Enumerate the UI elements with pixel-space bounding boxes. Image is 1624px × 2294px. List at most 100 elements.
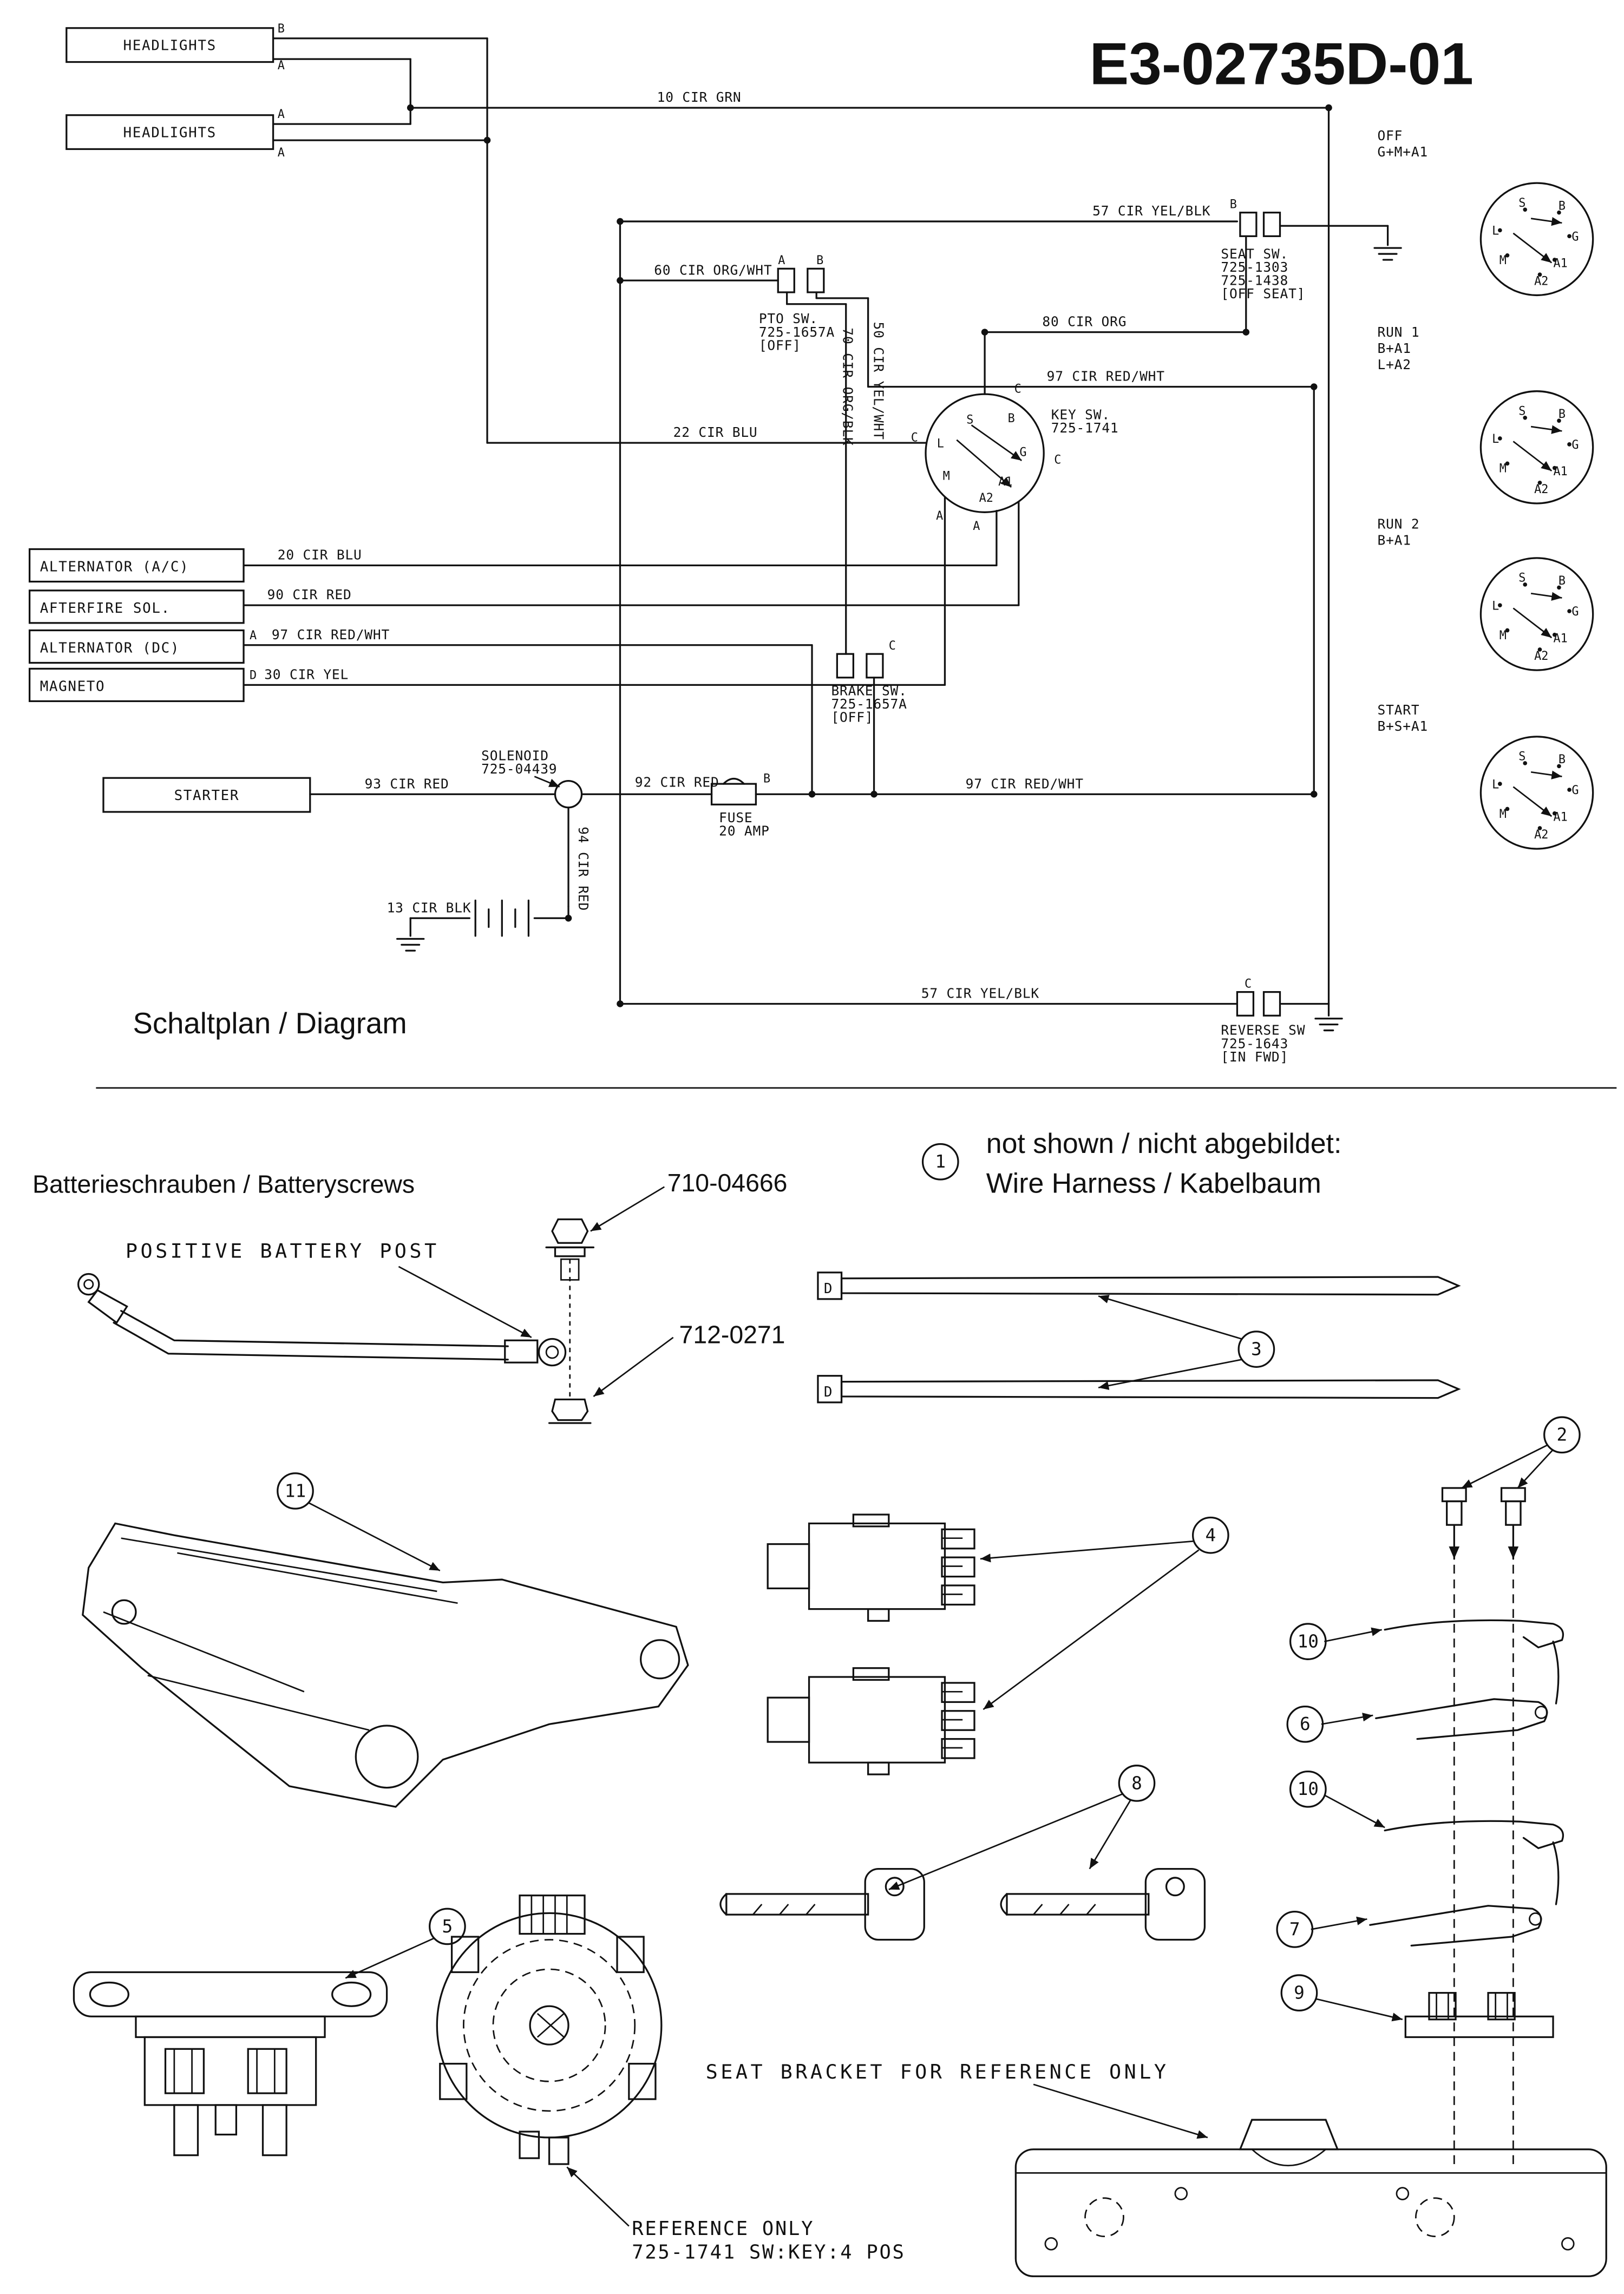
ign-letter-s: S <box>1518 196 1525 210</box>
wire-label-13-cir-blk: 13 CIR BLK <box>387 900 472 915</box>
wire-label-57-cir-yelblk-top: 57 CIR YEL/BLK <box>1092 203 1210 219</box>
key-1 <box>719 1867 925 1941</box>
battery-bolt-drawing <box>545 1186 674 1424</box>
headlights2-label: HEADLIGHTS <box>123 125 217 141</box>
pin-a: A <box>250 629 257 643</box>
fuse-line1: FUSE <box>719 810 752 825</box>
ign-letter-b: B <box>1558 408 1566 421</box>
connectors-drawing: 4 <box>767 1513 1229 1775</box>
key-terminal-a1: A1 <box>998 475 1012 489</box>
bracket-drawing: 11 <box>82 1472 689 1808</box>
key-terminal-b: B <box>1008 412 1015 425</box>
reverse-sw-line3: [IN FWD] <box>1221 1049 1288 1065</box>
posts-drawing: 2 <box>1442 1416 1581 2167</box>
battery-symbol <box>474 899 530 937</box>
alternator-ac-label: ALTERNATOR (A/C) <box>40 559 189 575</box>
callout-8: 8 <box>1131 1773 1142 1793</box>
page-title: E3-02735D-01 <box>1089 31 1474 97</box>
headlights1-label: HEADLIGHTS <box>123 38 217 54</box>
not-shown-note: 1 not shown / nicht abgebildet: Wire Har… <box>921 1128 1341 1199</box>
ign-letter-m: M <box>1499 254 1507 267</box>
pto-sw-line3: [OFF] <box>759 337 801 353</box>
ign-letter-g: G <box>1571 231 1579 244</box>
ignition-circle-run1: S B L G M A1 A2 <box>1481 391 1593 503</box>
magneto-label: MAGNETO <box>40 678 106 694</box>
callout-2-circle <box>1543 1416 1581 1454</box>
reference-only-line1: REFERENCE ONLY <box>632 2218 814 2240</box>
pin-a: A <box>973 520 980 533</box>
mode-off-line2: G+M+A1 <box>1378 144 1429 160</box>
afterfire-sol-label: AFTERFIRE SOL. <box>40 600 171 617</box>
brake-switch-symbol <box>836 653 884 679</box>
callout-10: 10 <box>1298 1631 1319 1652</box>
callout-9: 9 <box>1294 1983 1305 2003</box>
clips-drawing: 10 6 10 7 <box>1276 1619 1564 1948</box>
callout-8-circle <box>1118 1765 1156 1802</box>
wire-label-70-cir-orgblk: 70 CIR ORG/BLK <box>840 327 855 445</box>
solenoid-part-drawing: 5 <box>73 1908 466 2157</box>
callout-9-circle <box>1280 1974 1318 2012</box>
part-number-710-04666: 710-04666 <box>667 1169 788 1197</box>
component-labels: PTO SW. 725-1657A [OFF] SEAT SW. 725-130… <box>481 246 1305 1065</box>
seat-sw-line2: 725-1303 <box>1221 259 1288 275</box>
retainer-bracket-drawing: 9 <box>1280 1974 1554 2039</box>
ground-symbol <box>396 938 425 952</box>
alternator-dc-label: ALTERNATOR (DC) <box>40 640 180 656</box>
ign-letter-g: G <box>1571 438 1579 452</box>
ign-letter-a2: A2 <box>1534 828 1548 842</box>
ign-letter-b: B <box>1558 574 1566 588</box>
ignition-mode-diagrams: OFF G+M+A1 S B L G M A1 A2 RUN 1 B+A1 L+… <box>1378 128 1593 849</box>
key-terminal-m: M <box>943 469 950 483</box>
pin-b: B <box>1230 198 1237 212</box>
wire-label-97-cir-redwht-a: 97 CIR RED/WHT <box>1047 369 1165 384</box>
key-terminal-g: G <box>1019 446 1026 460</box>
not-shown-line2: Wire Harness / Kabelbaum <box>986 1168 1321 1199</box>
pin-d: D <box>250 668 257 682</box>
wire-label-20-cir-blu: 20 CIR BLU <box>278 547 362 563</box>
key-terminal-l: L <box>937 437 944 450</box>
fuse-symbol <box>710 777 757 805</box>
callout-11-circle <box>277 1472 314 1510</box>
ign-letter-g: G <box>1571 784 1579 797</box>
solenoid-line2: 725-04439 <box>481 761 557 777</box>
pin-c: C <box>889 639 896 653</box>
pin-c: C <box>1245 977 1252 991</box>
ign-letter-a1: A1 <box>1554 465 1568 479</box>
mode-run1-line1: RUN 1 <box>1378 324 1420 340</box>
seat-sw-line3: 725-1438 <box>1221 272 1288 288</box>
key-2 <box>1000 1867 1206 1941</box>
seat-sw-line4: [OFF SEAT] <box>1221 286 1305 302</box>
wire-lines <box>243 37 1389 1017</box>
key-switch-reference-drawing: REFERENCE ONLY 725-1741 SW:KEY:4 POS <box>436 1895 904 2264</box>
pin-a: A <box>278 59 285 73</box>
keys-drawing: 8 <box>719 1765 1206 1941</box>
mode-off-line1: OFF <box>1378 128 1403 143</box>
callout-3-circle <box>1237 1330 1275 1368</box>
ignition-circle-start: S B L G M A1 A2 <box>1481 737 1593 849</box>
cable-ties-drawing: D D 3 <box>817 1271 1460 1404</box>
callout-11: 11 <box>285 1480 306 1501</box>
mode-run1-line2: B+A1 <box>1378 340 1411 356</box>
headlights-boxes: HEADLIGHTS HEADLIGHTS <box>66 27 274 150</box>
callout-2: 2 <box>1557 1425 1568 1445</box>
fuse-line2: 20 AMP <box>719 823 770 839</box>
positive-battery-post-label: POSITIVE BATTERY POST <box>126 1240 440 1263</box>
pin-b: B <box>763 772 770 785</box>
mode-run2-line2: B+A1 <box>1378 532 1411 548</box>
wiring-diagram: E3-02735D-01 HEADLIGHTS HEADLIGHTS ALTER… <box>28 22 1593 1065</box>
ign-letter-s: S <box>1518 404 1525 418</box>
ign-letter-l: L <box>1492 432 1499 446</box>
key-sw-line1: KEY SW. <box>1051 407 1110 423</box>
callout-10b-circle <box>1289 1770 1327 1808</box>
tie-pin-d: D <box>824 1281 833 1297</box>
ign-letter-a2: A2 <box>1534 274 1548 288</box>
seat-switch-symbol <box>1239 212 1281 237</box>
mode-run2-line1: RUN 2 <box>1378 516 1420 532</box>
callout-10b: 10 <box>1298 1779 1319 1799</box>
seat-sw-line1: SEAT SW. <box>1221 246 1288 261</box>
wire-label-92-cir-red: 92 CIR RED <box>635 775 719 790</box>
callout-4: 4 <box>1205 1525 1216 1545</box>
wire-label-50-cir-yelwht: 50 CIR YEL/WHT <box>871 322 887 440</box>
wire-label-30-cir-yel: 30 CIR YEL <box>264 666 349 682</box>
